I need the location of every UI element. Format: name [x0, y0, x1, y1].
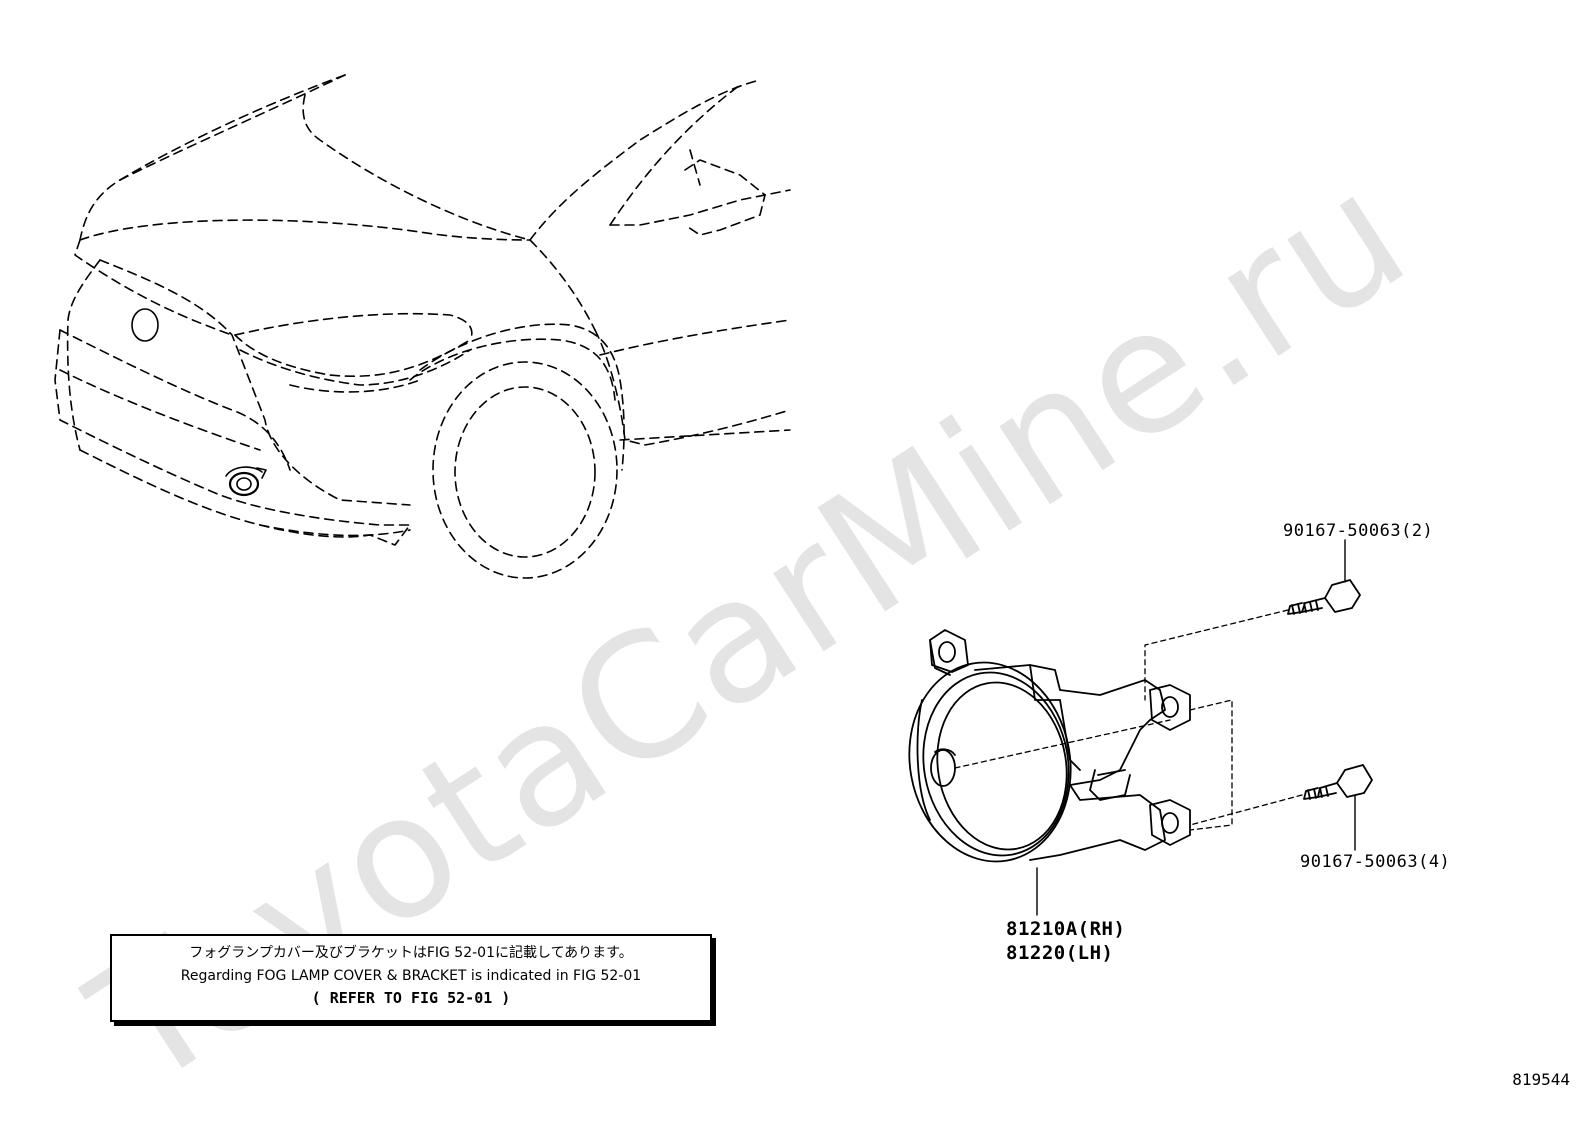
note-japanese: フォグランプカバー及びブラケットはFIG 52-01に記載してあります。: [189, 945, 633, 961]
assembly-guide-lines: [954, 609, 1303, 831]
fog-lamp-rh-part-number: 81210A(RH): [1006, 918, 1126, 940]
bolt-lower: [1303, 764, 1373, 800]
bolt-upper: [1287, 579, 1361, 615]
fog-lamp-location: [225, 466, 267, 497]
figure-number: 819544: [1512, 1070, 1570, 1089]
bolt-upper-part-number: 90167-50063(2): [1283, 521, 1434, 541]
note-english: Regarding FOG LAMP COVER & BRACKET is in…: [180, 968, 642, 984]
reference-note-box: フォグランプカバー及びブラケットはFIG 52-01に記載してあります。 Reg…: [110, 934, 712, 1022]
leader-lines: [1036, 539, 1356, 916]
parts-diagram: [54, 74, 1373, 916]
vehicle-outline: [54, 74, 791, 579]
note-reference: ( REFER TO FIG 52-01 ): [311, 989, 511, 1007]
fog-lamp-assembly: [908, 629, 1191, 863]
bolt-lower-part-number: 90167-50063(4): [1300, 852, 1451, 872]
emblem: [131, 308, 159, 342]
fog-lamp-lh-part-number: 81220(LH): [1006, 942, 1114, 964]
